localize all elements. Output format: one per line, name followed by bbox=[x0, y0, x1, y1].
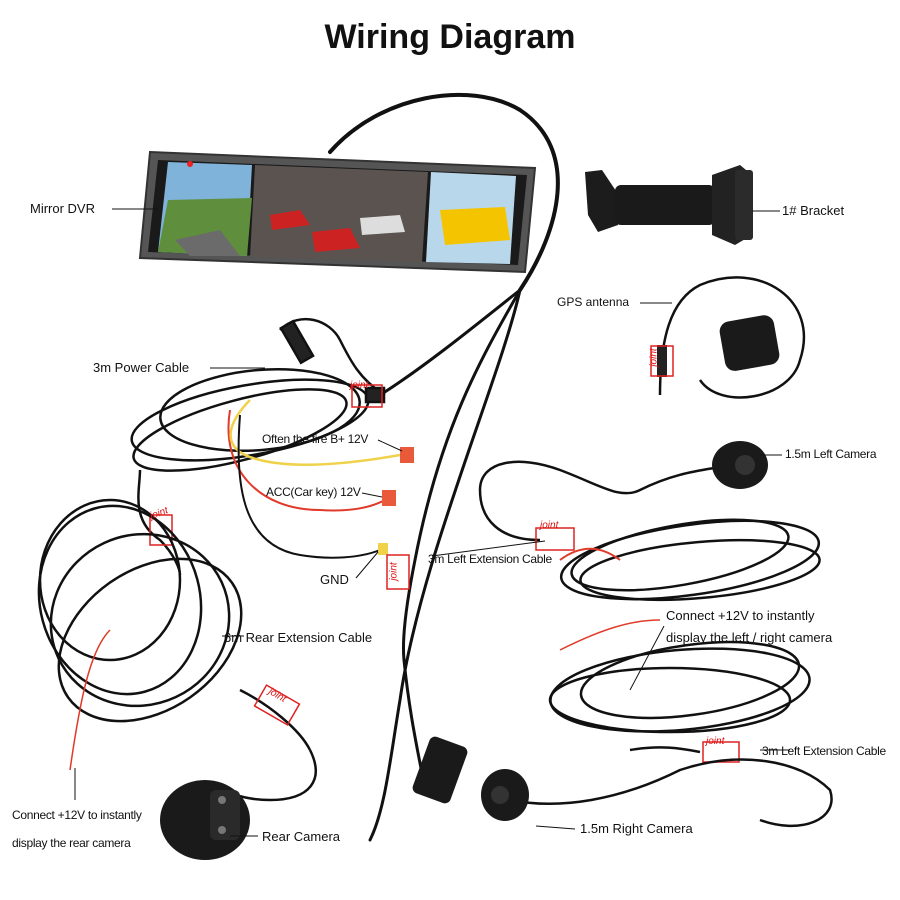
label-gps-antenna: GPS antenna bbox=[557, 295, 630, 309]
right-camera-device bbox=[481, 758, 833, 828]
joint-label-power: joint bbox=[350, 380, 369, 391]
rear-joint-box bbox=[253, 684, 301, 726]
black-ground-wire bbox=[237, 414, 381, 559]
label-gnd: GND bbox=[320, 572, 349, 587]
joint-label-left-lower: joint bbox=[706, 736, 725, 747]
fuse-terminals bbox=[378, 447, 414, 555]
left-extension-coil-lower bbox=[548, 640, 811, 763]
leader-lines bbox=[74, 208, 790, 837]
rear-red-wire bbox=[69, 629, 111, 771]
label-acc: ACC(Car key) 12V bbox=[266, 485, 361, 499]
label-mirror-dvr: Mirror DVR bbox=[30, 201, 95, 216]
joint-label-gps: joint bbox=[648, 348, 660, 367]
label-connect-rear-2: display the rear camera bbox=[12, 836, 131, 850]
label-bracket: 1# Bracket bbox=[782, 203, 845, 218]
rear-extension-coil bbox=[37, 498, 317, 802]
page-title: Wiring Diagram bbox=[324, 18, 576, 56]
mirror-dvr-device bbox=[138, 150, 537, 274]
label-left-camera: 1.5m Left Camera bbox=[785, 447, 877, 461]
label-rear-extension: 6m Rear Extension Cable bbox=[224, 630, 373, 645]
joint-label-center: joint bbox=[388, 562, 400, 581]
label-power-cable: 3m Power Cable bbox=[93, 360, 190, 375]
red-acc-wire bbox=[227, 409, 386, 512]
left-camera-device bbox=[478, 441, 768, 542]
label-rear-camera: Rear Camera bbox=[262, 829, 341, 844]
main-cable-bundle bbox=[328, 92, 560, 842]
label-fire-b: Often the fire B+ 12V bbox=[262, 432, 369, 446]
label-connect-rear-1: Connect +12V to instantly bbox=[12, 808, 142, 822]
label-left-extension-upper: 3m Left Extension Cable bbox=[428, 552, 552, 566]
left-extension-coil-upper bbox=[535, 518, 821, 602]
gps-antenna-device bbox=[650, 276, 806, 399]
rear-camera-device bbox=[160, 780, 250, 860]
label-left-extension-lower: 3m Left Extension Cable bbox=[762, 744, 886, 758]
center-joint-box bbox=[386, 554, 410, 590]
label-connect-lr-1: Connect +12V to instantly bbox=[666, 608, 815, 623]
label-right-camera: 1.5m Right Camera bbox=[580, 821, 693, 836]
lr-red-wire bbox=[559, 619, 661, 651]
joint-label-left-upper: joint bbox=[540, 520, 559, 531]
label-connect-lr-2: display the left / right camera bbox=[666, 630, 833, 645]
yellow-battery-wire bbox=[229, 399, 401, 466]
splitter-box bbox=[412, 736, 468, 804]
bracket-device bbox=[585, 165, 753, 245]
